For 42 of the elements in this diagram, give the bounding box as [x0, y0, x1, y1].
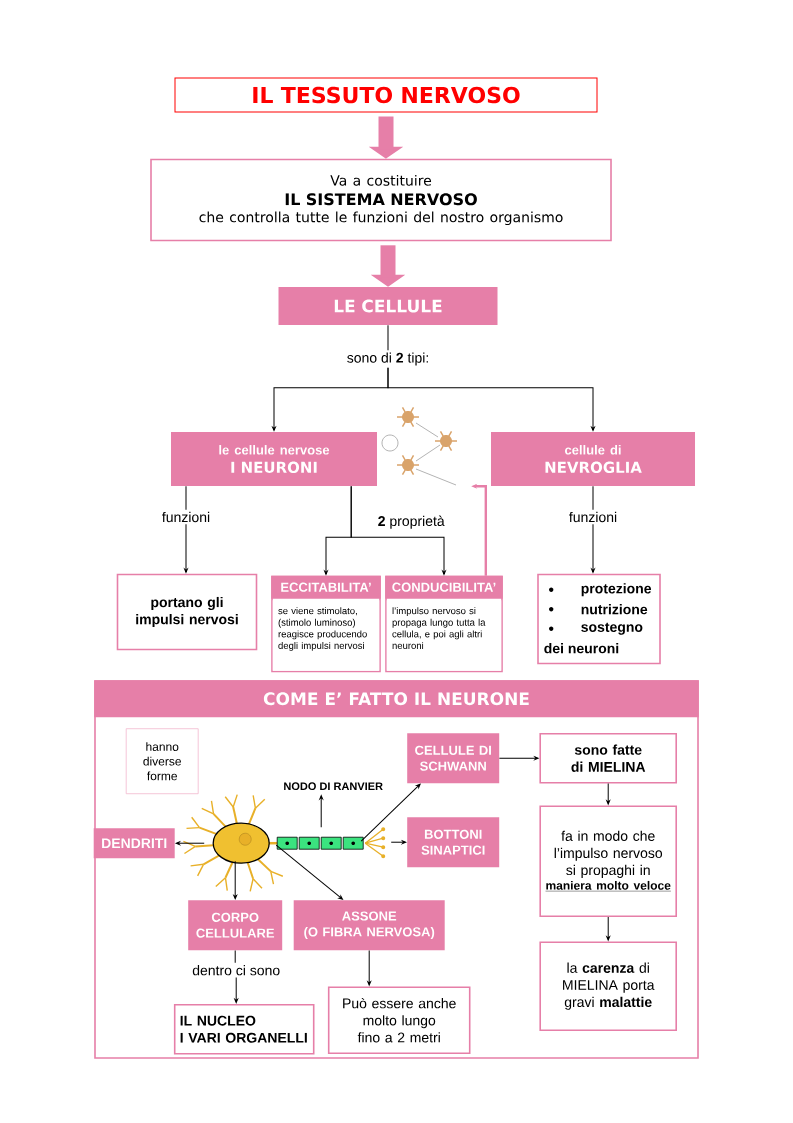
flow-text: funzioni: [159, 509, 213, 525]
arrow: [498, 756, 539, 761]
neurons-drawing: [381, 406, 458, 486]
part-box: DENDRITI: [93, 828, 175, 859]
arrow: [387, 367, 595, 431]
arrow: [367, 949, 372, 986]
part-box: CORPO CELLULARE: [188, 900, 283, 951]
arrow: [319, 795, 324, 828]
note-box: Può essere anche molto lungo fino a 2 metri: [327, 986, 471, 1054]
arrow: [350, 485, 446, 575]
note-box: IL NUCLEO I VARI ORGANELLI: [173, 1003, 315, 1055]
neuron-drawing: [182, 793, 386, 893]
arrow: [184, 523, 188, 573]
note-box: portano gli impulsi nervosi: [116, 573, 258, 651]
note-box: fa in modo che l’impulso nervoso si propaghi in maniera molto veloce: [539, 805, 677, 917]
list-box: protezione nutrizione sostegno dei neuroni: [537, 573, 661, 665]
arrow: [390, 840, 407, 845]
arrow: [606, 916, 611, 941]
arrow: [275, 844, 343, 900]
part-box: BOTTONI SINAPTICI: [407, 817, 500, 868]
part-box: CELLULE DI SCHWANN: [407, 733, 500, 784]
cell-type-box: cellule di NEVROGLIA: [491, 432, 695, 486]
arrow: [175, 841, 205, 846]
flow-text: dentro ci sono: [190, 963, 283, 978]
property-box: ECCITABILITA’ se viene stimolato, (stimolo luminoso) reagisce producendo degli impulsi nervosi: [271, 575, 381, 673]
note-box: la carenza di MIELINA porta gravi malattie: [539, 941, 677, 1031]
part-box: ASSONE (O FIBRA NERVOSA): [293, 900, 445, 951]
arrow: [360, 783, 421, 842]
flow-text: sono di 2 tipi:: [344, 350, 432, 368]
arrow: [606, 783, 611, 805]
property-box: CONDUCIBILITA’ l’impulso nervoso si propaga lungo tutta la cellula, e poi agli altri neuroni: [385, 575, 503, 673]
flow-text: funzioni: [566, 509, 620, 525]
edge-label: 2 proprietà: [376, 514, 446, 530]
info-box: Va a costituire IL SISTEMA NERVOSO che controlla tutte le funzioni del nostro organismo: [150, 158, 612, 242]
arrow: [234, 977, 239, 1004]
cell-type-box: le cellule nervose I NEURONI: [171, 432, 377, 486]
note-box: hanno diverse forme: [125, 728, 199, 795]
part-label: NODO DI RANVIER: [281, 780, 385, 793]
note-box: sono fatte di MIELINA: [539, 732, 677, 784]
title-box: IL TESSUTO NERVOSO: [174, 77, 598, 113]
arrow: [591, 523, 595, 573]
arrow: [233, 860, 238, 900]
